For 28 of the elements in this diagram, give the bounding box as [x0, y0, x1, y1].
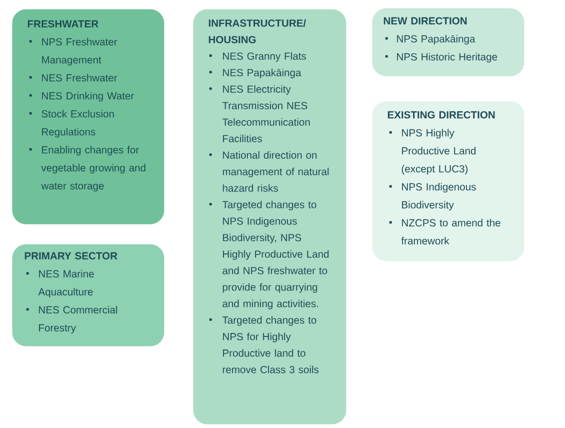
- card-heading: NEW DIRECTION: [384, 17, 467, 24]
- bullet-item: NPS Papakāinga: [397, 34, 476, 45]
- bullet-item: NPS Indigenous Biodiversity: [402, 182, 476, 211]
- bullet-item: Targeted changes to NPS Indigenous Biodiversity, NPS Highly Productive Land and NPS freshwater to provide for quarrying and mining activities.: [222, 200, 329, 310]
- card: [193, 9, 346, 424]
- bullet-item: Targeted changes to NPS for Highly Productive land to remove Class 3 soils: [222, 316, 319, 374]
- card-heading: EXISTING DIRECTION: [388, 111, 495, 118]
- bullet-item: NES Granny Flats: [223, 52, 306, 62]
- card: [12, 244, 164, 346]
- bullet-item: Enabling changes for vegetable growing and water storage: [41, 146, 146, 192]
- bullet-item: National direction on management of natural hazard risks: [222, 151, 329, 192]
- card-heading: INFRASTRUCTURE/ HOUSING: [208, 19, 306, 44]
- bullet-item: NES Electricity Transmission NES Telecommunication Facilities: [222, 85, 310, 142]
- card: [372, 8, 524, 76]
- bullet-item: NES Marine Aquaculture: [38, 270, 94, 298]
- card-heading: FRESHWATER: [28, 20, 98, 28]
- bullet-item: NPS Historic Heritage: [397, 52, 498, 63]
- bullet-item: NPS Freshwater Management: [42, 38, 118, 66]
- bullet-item: NES Commercial Forestry: [39, 306, 118, 334]
- bullet-item: NZCPS to amend the framework: [401, 218, 500, 244]
- bullet-item: Stock Exclusion Regulations: [42, 110, 114, 138]
- bullet-item: NES Freshwater: [42, 74, 118, 82]
- bullet-item: NES Papakāinga: [223, 68, 302, 78]
- card: [372, 101, 524, 262]
- card: [12, 9, 164, 224]
- bullet-item: NES Drinking Water: [42, 92, 134, 102]
- card-heading: PRIMARY SECTOR: [24, 252, 118, 260]
- bullet-item: NPS Highly Productive Land (except LUC3): [402, 128, 476, 175]
